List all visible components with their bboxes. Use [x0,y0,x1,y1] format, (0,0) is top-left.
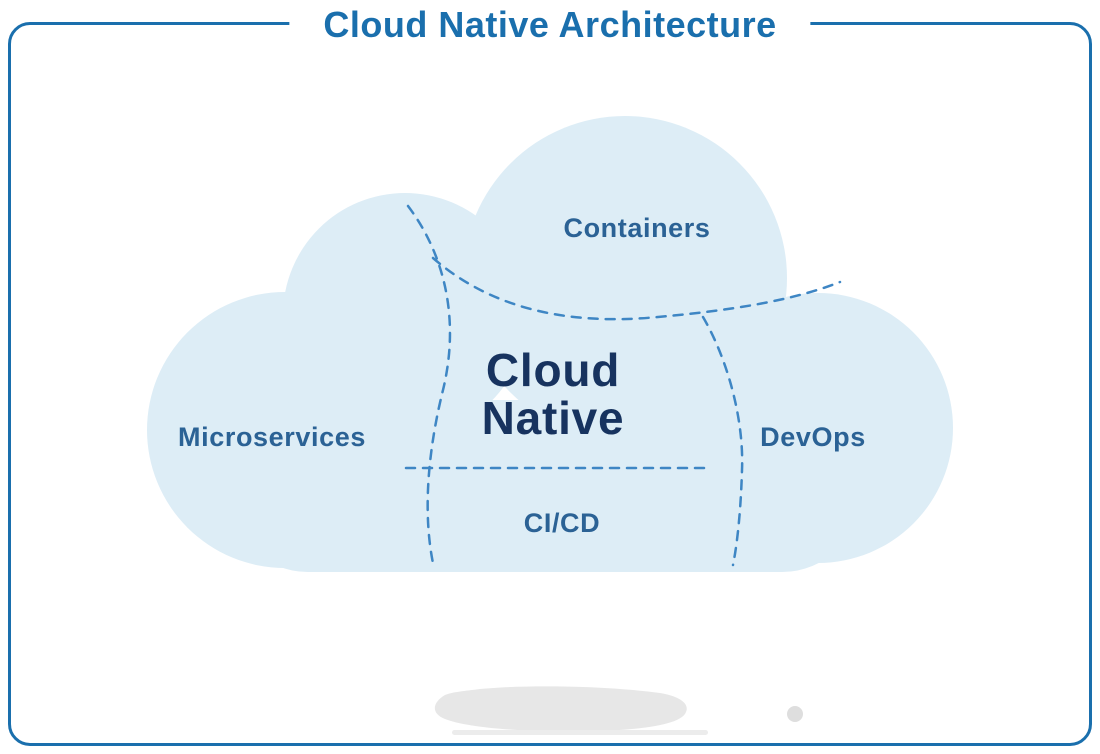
region-label-microservices: Microservices [178,422,366,452]
center-label-line1: Cloud [486,344,620,396]
cloud-shape [147,116,953,572]
cloud-separators [404,204,842,570]
region-label-containers: Containers [563,213,710,243]
separator-right-dashed [701,315,744,567]
separator-top-dashed [431,256,842,321]
separator-left-dashed [406,204,452,570]
diagram-title: Cloud Native Architecture [289,4,811,46]
region-label-devops: DevOps [760,422,866,452]
region-label-cicd: CI/CD [524,508,601,538]
watermark-smudge [434,686,803,735]
center-label-line2: Native [482,392,625,444]
watermark-dot [787,706,803,722]
